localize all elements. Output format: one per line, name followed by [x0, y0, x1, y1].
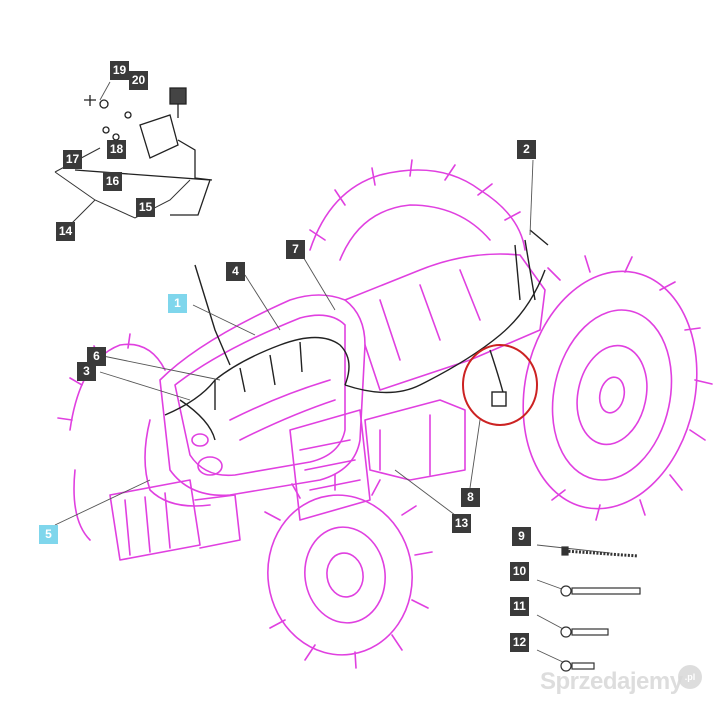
rear-left-tyre: [309, 159, 526, 261]
cable-tie-part-9: [561, 546, 639, 558]
cable-tie-part-10: [560, 585, 641, 597]
relay-bracket-assembly: [74, 87, 213, 216]
callout-18: 18: [107, 140, 126, 159]
cable-tie-part-11: [560, 626, 609, 638]
callout-5: 5: [39, 525, 58, 544]
callout-7: 7: [286, 240, 305, 259]
callout-9: 9: [512, 527, 531, 546]
callout-16: 16: [103, 172, 122, 191]
loose-parts: [560, 546, 641, 672]
callout-13: 13: [452, 514, 471, 533]
callout-20: 20: [129, 71, 148, 90]
callout-1: 1: [168, 294, 187, 313]
front-weights: [109, 479, 241, 561]
callout-3: 3: [77, 362, 96, 381]
watermark-text: Sprzedajemy: [540, 668, 683, 695]
callout-10: 10: [510, 562, 529, 581]
callout-4: 4: [226, 262, 245, 281]
rear-right-tyre: [522, 255, 713, 521]
callout-19: 19: [110, 61, 129, 80]
cable-tie-part-12: [560, 660, 595, 672]
callout-11: 11: [510, 597, 529, 616]
leader-lines: [54, 81, 611, 664]
callout-17: 17: [63, 150, 82, 169]
front-right-tyre: [264, 473, 433, 669]
wiring-harness: [164, 229, 549, 441]
front-left-tyre: [57, 333, 166, 541]
tractor-hood: [144, 294, 366, 507]
tractor-frame: [289, 253, 546, 521]
highlight-circle: [462, 344, 538, 426]
watermark-logo-icon: .pl: [678, 665, 702, 689]
callout-12: 12: [510, 633, 529, 652]
callout-6: 6: [87, 347, 106, 366]
callout-2: 2: [517, 140, 536, 159]
callout-15: 15: [136, 198, 155, 217]
callout-8: 8: [461, 488, 480, 507]
callout-14: 14: [56, 222, 75, 241]
